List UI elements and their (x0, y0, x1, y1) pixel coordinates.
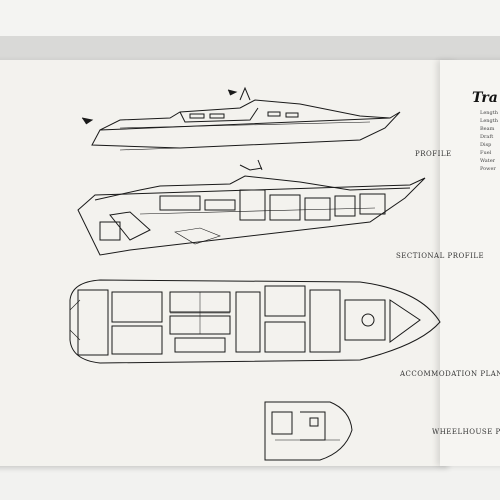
spec-line: Draft (480, 134, 494, 140)
side-sheet (440, 60, 500, 466)
spec-line: Length (480, 110, 498, 116)
top-background (0, 0, 500, 36)
profile-drawing (81, 86, 401, 151)
spec-line: Disp (480, 142, 492, 148)
spec-line: Length (480, 118, 498, 124)
spec-line: Fuel (480, 150, 492, 156)
sectional-drawing (77, 159, 426, 256)
wheelhouse-drawing (264, 401, 353, 461)
spec-line: Water (480, 158, 496, 164)
accommodation-drawing (69, 279, 441, 364)
sectional-profile-label: SECTIONAL PROFILE (396, 252, 485, 260)
bottom-background (0, 466, 500, 500)
wheelhouse-plan-label: WHEELHOUSE PLA (432, 428, 500, 436)
spec-line: Power (480, 166, 496, 172)
side-sheet-heading: Tra (472, 90, 498, 106)
profile-label: PROFILE (415, 150, 452, 158)
accommodation-plan-label: ACCOMMODATION PLAN (400, 370, 500, 378)
spec-line: Beam (480, 126, 495, 132)
